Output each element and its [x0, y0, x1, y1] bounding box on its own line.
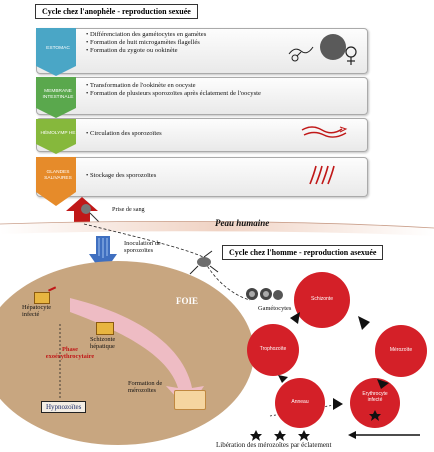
trophozoite-cell: [247, 324, 299, 376]
bullet-circulation: Circulation des sporozoïtes: [86, 130, 162, 138]
merozoite-label: Mérozoïte: [389, 347, 413, 353]
inoculation-label: Inoculation de sporozoïtes: [124, 240, 161, 255]
cycle-arrow-5: [290, 312, 300, 324]
inoculation-arrow: [89, 236, 117, 274]
stage-label-intestinal-membrane: MEMBRANE INTESTINALE: [42, 89, 74, 100]
infected-hepatocyte-label: Hépatocyte infecté: [22, 304, 52, 319]
skin-label: Peau humaine: [215, 218, 270, 228]
bullet-sporozoites-formation: Formation de plusieurs sporozoïtes après…: [86, 90, 261, 98]
bullet-storage: Stockage des sporozoïtes: [86, 172, 156, 180]
bullet-oocyst: Transformation de l'ookinète en oocyste: [86, 82, 261, 90]
salivary-bullets: Stockage des sporozoïtes: [86, 172, 156, 180]
bullet-gamete-differentiation: Différenciation des gamétocytes en gamèt…: [86, 31, 206, 39]
schizont-cell: [294, 272, 350, 328]
merozoite-formation-icon: [174, 390, 206, 410]
microgamete-icon: [288, 46, 314, 62]
stage-label-hemolymph: HÉMOLYMP HE: [40, 131, 76, 137]
bullet-zygote: Formation du zygote ou ookinète: [86, 47, 206, 55]
hepatic-schizont-label: Schizonte hépatique: [90, 336, 116, 351]
blood-meal-label: Prise de sang: [112, 206, 145, 213]
merozoite-stars: [250, 430, 310, 441]
stomach-bullets: Différenciation des gamétocytes en gamèt…: [86, 31, 206, 55]
chevron-intestinal-membrane: [36, 77, 76, 118]
infected-erythrocyte-label: Erythrocyte infecté: [362, 391, 388, 403]
sporozoite-circulation-icon: [301, 126, 348, 138]
chevron-salivary-glands: [36, 157, 76, 206]
cycle-arrow-3: [333, 398, 343, 410]
mosquito-cycle-title: Cycle chez l'anophèle - reproduction sex…: [35, 4, 198, 19]
hemolymph-bullets: Circulation des sporozoïtes: [86, 130, 162, 138]
gametocytes-icon: [246, 288, 283, 300]
stage-label-salivary-glands: GLANDES SALIVAIRES: [44, 170, 72, 181]
blood-meal-arrow: [66, 197, 101, 227]
cycle-arrow-2: [377, 379, 389, 389]
hypnozoite-link: [59, 324, 61, 400]
hypnozoites-box: Hypnozoïtes: [41, 401, 87, 413]
macrogamete-icon: [320, 34, 357, 65]
mosquito-icon: [81, 204, 101, 224]
ring-cell: [275, 378, 325, 428]
sporozoite-storage-icon: [309, 165, 335, 185]
stage-label-stomach: ESTOMAC: [46, 46, 70, 52]
skin-band: [0, 220, 434, 236]
merozoite-cell: [375, 325, 427, 377]
merozoite-release-label: Libération des mérozoïtes par éclatement: [216, 441, 332, 449]
chevron-hemolymph: [36, 119, 76, 154]
chevron-stomach: [36, 28, 76, 76]
bullet-microgametes: Formation de huit microgamètes flagellés: [86, 39, 206, 47]
ring-label: Anneau: [291, 399, 309, 405]
cycle-arrow-4: [278, 375, 288, 383]
hepatic-schizont-icon: [96, 322, 114, 335]
trophozoite-label: Trophozoïte: [259, 346, 287, 352]
gametocytes-label: Gamétocytes: [258, 305, 292, 312]
infected-erythrocyte-star: [369, 410, 381, 421]
liver-title: FOIE: [176, 296, 199, 306]
cycle-arrow-1: [358, 316, 370, 330]
mosquito-human-icon: [189, 250, 219, 275]
stage-chevron-stack: [36, 28, 76, 206]
infected-erythrocyte-cell: [350, 378, 400, 428]
merozoite-formation-label: Formation de mérozoïtes: [128, 380, 163, 395]
infected-hepatocyte-icon: [34, 292, 50, 304]
exoerythrocytic-phase-label: Phase exoérythrocytaire: [45, 346, 95, 361]
membrane-bullets: Transformation de l'ookinète en oocyste …: [86, 82, 261, 98]
gamete-illustration: [288, 34, 357, 65]
schizont-label: Schizonte: [311, 296, 333, 302]
human-cycle-title: Cycle chez l'homme - reproduction asexué…: [222, 245, 384, 260]
